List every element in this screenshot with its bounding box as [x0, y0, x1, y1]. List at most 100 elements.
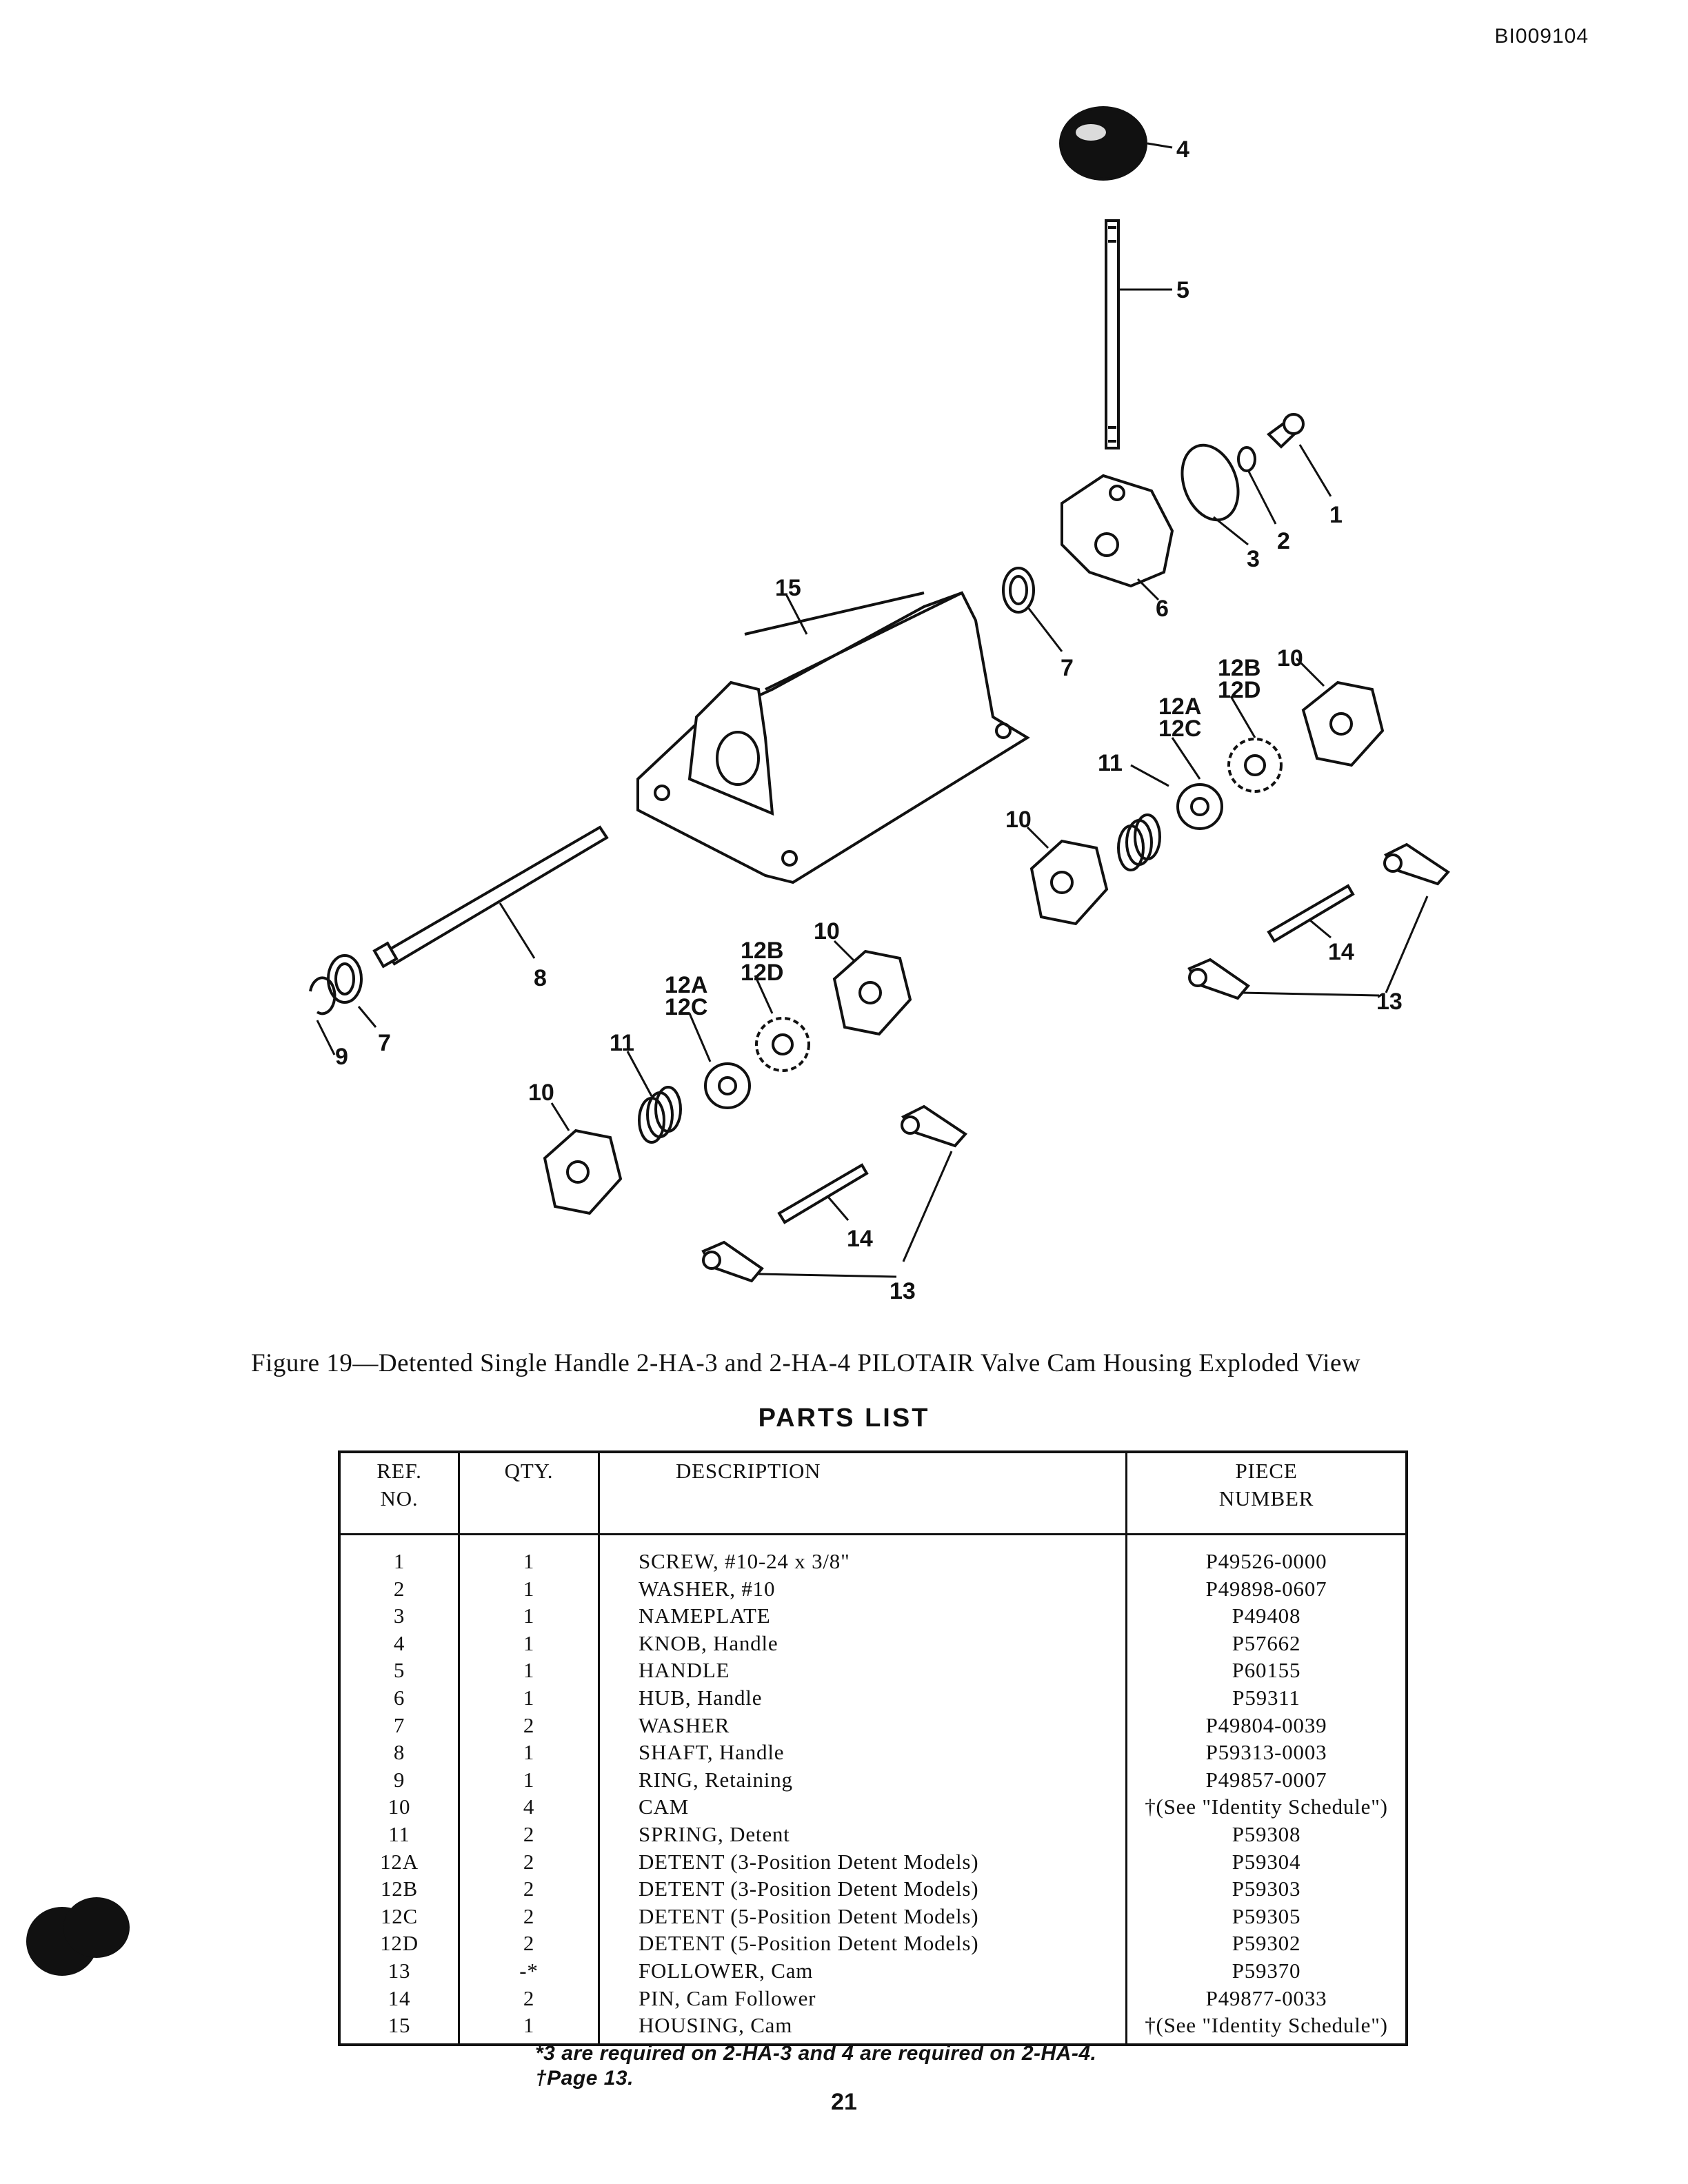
cell-ref: 15 — [388, 2013, 411, 2038]
cell-piece: P49877-0033 — [1125, 1984, 1407, 2012]
cell-desc: SCREW, #10-24 x 3/8" — [598, 1534, 1127, 1575]
cell-desc: NAMEPLATE — [598, 1602, 1127, 1630]
cell-desc: WASHER, #10 — [598, 1575, 1127, 1603]
cell-qty: -* — [458, 1957, 599, 1985]
cell-qty: 1 — [458, 1766, 599, 1794]
callout-10-lower-right: 10 — [814, 918, 840, 944]
spring-part — [1117, 813, 1161, 871]
cam-part — [1029, 839, 1109, 926]
cell-desc: RING, Retaining — [598, 1766, 1127, 1794]
cell-ref: 5 — [393, 1658, 405, 1683]
cell-piece: P49526-0000 — [1125, 1534, 1407, 1575]
cell-qty: 2 — [458, 1820, 599, 1848]
figure-caption: Figure 19—Detented Single Handle 2-HA-3 … — [251, 1349, 1361, 1377]
retaining-ring-part — [309, 976, 336, 1015]
callout-13-upper: 13 — [1376, 989, 1403, 1015]
cell-desc: HUB, Handle — [598, 1684, 1127, 1712]
callout-12c-lower: 12C — [665, 994, 707, 1020]
cell-piece: P59311 — [1125, 1684, 1407, 1712]
cell-qty: 1 — [458, 1629, 599, 1657]
detent-part — [704, 1062, 751, 1109]
exploded-view-illustration: 4 5 1 2 3 6 7 15 11 12A 12C 12B 12D 10 1… — [309, 106, 1451, 1304]
cell-ref: 12D — [380, 1931, 419, 1956]
callout-14-upper: 14 — [1328, 939, 1354, 965]
cell-qty: 1 — [458, 1602, 599, 1630]
callout-7-upper: 7 — [1061, 655, 1074, 681]
cell-ref: 10 — [388, 1794, 411, 1819]
cell-piece: P59303 — [1125, 1875, 1407, 1903]
cell-piece: P57662 — [1125, 1629, 1407, 1657]
callout-12a-lower: 12A — [665, 972, 707, 998]
callout-12c-upper: 12C — [1158, 716, 1201, 742]
callout-10-lower-left: 10 — [528, 1080, 554, 1106]
cell-qty: 2 — [458, 1984, 599, 2012]
cell-desc: DETENT (3-Position Detent Models) — [598, 1848, 1127, 1876]
callout-12d-upper: 12D — [1218, 677, 1260, 703]
callout-12b-upper: 12B — [1218, 655, 1260, 681]
cam-follower-pin-part — [777, 1163, 869, 1224]
callout-3: 3 — [1247, 546, 1260, 572]
cell-piece: P49898-0607 — [1125, 1575, 1407, 1603]
cell-desc: DETENT (5-Position Detent Models) — [598, 1930, 1127, 1957]
cell-ref: 1 — [393, 1549, 405, 1573]
callout-7-lower: 7 — [378, 1030, 391, 1056]
cell-qty: 2 — [458, 1711, 599, 1739]
parts-list-table: REF. NO. QTY. DESCRIPTION PIECE NUMBER 1… — [338, 1450, 1408, 2046]
cell-piece: P49804-0039 — [1125, 1711, 1407, 1739]
detent-part — [755, 1017, 810, 1072]
cell-piece: P59305 — [1125, 1902, 1407, 1930]
header-piece-number: PIECE NUMBER — [1125, 1452, 1407, 1535]
cell-desc: HOUSING, Cam — [598, 2012, 1127, 2045]
callout-14-lower: 14 — [847, 1226, 873, 1252]
cell-piece: P59304 — [1125, 1848, 1407, 1876]
cell-qty: 2 — [458, 1875, 599, 1903]
cell-piece: P59370 — [1125, 1957, 1407, 1985]
callout-4: 4 — [1176, 136, 1189, 163]
washer-upper-part — [1002, 567, 1035, 614]
callout-10-upper-right: 10 — [1277, 645, 1303, 671]
cell-ref: 12B — [380, 1877, 419, 1901]
document-id: BI009104 — [1494, 25, 1589, 48]
cell-ref: 2 — [393, 1576, 405, 1601]
callout-11-upper: 11 — [1098, 750, 1123, 776]
cell-qty: 4 — [458, 1793, 599, 1821]
cell-piece: P49408 — [1125, 1602, 1407, 1630]
cell-desc: DETENT (5-Position Detent Models) — [598, 1902, 1127, 1930]
hub-part — [1061, 474, 1174, 588]
cell-desc: DETENT (3-Position Detent Models) — [598, 1875, 1127, 1903]
cell-ref: 3 — [393, 1604, 405, 1628]
parts-table-header: REF. NO. QTY. DESCRIPTION PIECE NUMBER — [339, 1452, 1407, 1535]
handle-part — [1105, 219, 1120, 449]
cell-ref: 4 — [393, 1630, 405, 1655]
cell-qty: 1 — [458, 1657, 599, 1684]
cell-qty: 1 — [458, 2012, 599, 2045]
callout-2: 2 — [1277, 528, 1290, 554]
callout-6: 6 — [1156, 596, 1169, 622]
cell-qty: 2 — [458, 1930, 599, 1957]
detent-part — [1227, 738, 1283, 793]
cell-desc: FOLLOWER, Cam — [598, 1957, 1127, 1985]
footnote-page-ref: †Page 13. — [535, 2067, 634, 2090]
knob-part — [1059, 106, 1147, 181]
cell-ref: 6 — [393, 1685, 405, 1710]
cell-qty: 1 — [458, 1575, 599, 1603]
detent-part — [1176, 783, 1223, 830]
callout-12d-lower: 12D — [741, 960, 783, 986]
cell-desc: KNOB, Handle — [598, 1629, 1127, 1657]
ink-blot-mark — [26, 1897, 130, 1976]
cell-qty: 2 — [458, 1902, 599, 1930]
callout-12a-upper: 12A — [1158, 694, 1201, 720]
footnote-qty: *3 are required on 2-HA-3 and 4 are requ… — [535, 2042, 1097, 2065]
